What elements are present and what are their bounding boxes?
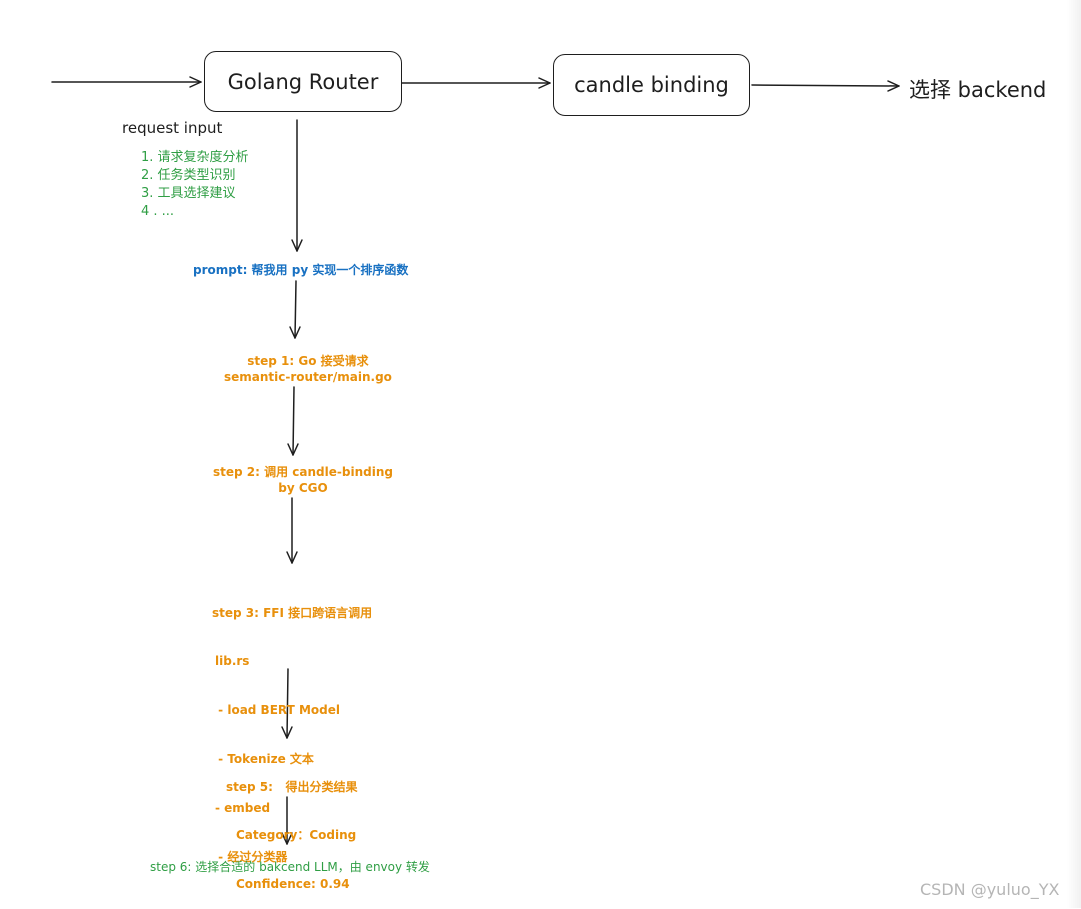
step3-line: step 3: FFI 接口跨语言调用 bbox=[212, 605, 373, 620]
analysis-list: 1. 请求复杂度分析 2. 任务类型识别 3. 工具选择建议 4 . ... bbox=[141, 149, 249, 221]
arrow-step5-to-step6 bbox=[281, 796, 293, 845]
step5-line: step 5: 得出分类结果 bbox=[226, 779, 358, 794]
step1-line: step 1: Go 接受请求 bbox=[247, 354, 369, 368]
golang-router-node: Golang Router bbox=[204, 51, 402, 112]
step2-label: step 2: 调用 candle-binding by CGO bbox=[213, 464, 393, 497]
page-edge-shadow bbox=[1067, 0, 1081, 908]
step6-label: step 6: 选择合适的 bakcend LLM，由 envoy 转发 bbox=[150, 860, 430, 874]
arrow-router-to-candle bbox=[401, 77, 551, 89]
step1-label: step 1: Go 接受请求 semantic-router/main.go bbox=[224, 353, 392, 386]
analysis-item: 1. 请求复杂度分析 bbox=[141, 150, 249, 165]
arrow-candle-to-backend bbox=[751, 80, 900, 92]
step5-line: Category：Coding bbox=[236, 828, 357, 843]
step3-line: - 经过分类器 bbox=[214, 850, 288, 865]
step1-line: semantic-router/main.go bbox=[224, 370, 392, 385]
arrow-input-to-router bbox=[51, 76, 202, 88]
step3-label: step 3: FFI 接口跨语言调用 lib.rs - load BERT M… bbox=[212, 572, 372, 882]
arrow-router-to-prompt bbox=[291, 119, 303, 252]
golang-router-label: Golang Router bbox=[227, 69, 379, 94]
request-input-label: request input bbox=[122, 119, 223, 137]
step5-label: step 5: 得出分类结果 Category：Coding Confidenc… bbox=[226, 746, 357, 909]
watermark: CSDN @yuluo_YX bbox=[920, 880, 1060, 899]
candle-binding-node: candle binding bbox=[553, 54, 750, 116]
arrow-step2-to-step3 bbox=[286, 497, 298, 564]
prompt-label: prompt: 帮我用 py 实现一个排序函数 bbox=[193, 263, 409, 277]
select-backend-label: 选择 backend bbox=[909, 78, 1047, 102]
analysis-item: 4 . ... bbox=[141, 204, 175, 219]
candle-binding-label: candle binding bbox=[574, 73, 729, 97]
analysis-item: 2. 任务类型识别 bbox=[141, 168, 236, 183]
step3-line: - Tokenize 文本 bbox=[214, 752, 314, 767]
step2-line: step 2: 调用 candle-binding bbox=[213, 465, 393, 479]
analysis-item: 3. 工具选择建议 bbox=[141, 186, 236, 201]
arrow-step3-to-step5 bbox=[281, 668, 293, 739]
arrow-step1-to-step2 bbox=[287, 386, 299, 456]
step3-line: - load BERT Model bbox=[214, 703, 340, 718]
step5-line: Confidence: 0.94 bbox=[236, 877, 350, 892]
step2-line: by CGO bbox=[278, 481, 328, 496]
step3-line: lib.rs bbox=[215, 654, 250, 669]
arrow-prompt-to-step1 bbox=[289, 280, 301, 339]
step3-line: - embed bbox=[215, 801, 271, 816]
